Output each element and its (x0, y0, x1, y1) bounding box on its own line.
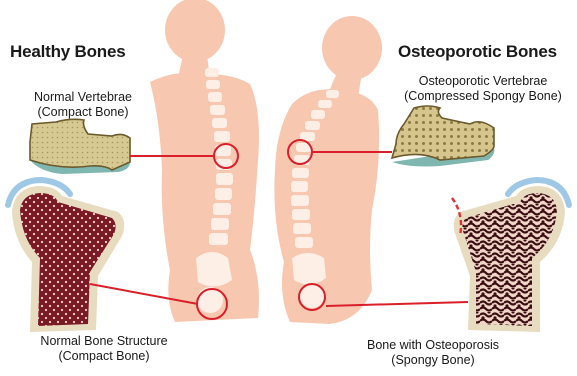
healthy-femur-illustration (8, 180, 124, 332)
normal-vertebrae-title: Normal Vertebrae (18, 90, 148, 105)
osteoporotic-bones-heading: Osteoporotic Bones (398, 42, 557, 62)
normal-vertebra-illustration (30, 119, 130, 174)
normal-bone-structure-label: Normal Bone Structure (Compact Bone) (4, 334, 204, 364)
bone-with-osteoporosis-title: Bone with Osteoporosis (343, 338, 523, 353)
normal-bone-structure-title: Normal Bone Structure (4, 334, 204, 349)
osteoporotic-body-silhouette (274, 16, 382, 324)
bone-with-osteoporosis-label: Bone with Osteoporosis (Spongy Bone) (343, 338, 523, 368)
osteoporotic-femur-illustration (452, 180, 569, 332)
osteoporotic-vertebrae-subtitle: (Compressed Spongy Bone) (390, 89, 576, 104)
bone-with-osteoporosis-subtitle: (Spongy Bone) (343, 353, 523, 368)
osteoporotic-vertebra-illustration (392, 106, 494, 167)
healthy-bones-heading: Healthy Bones (10, 42, 126, 62)
osteoporotic-vertebrae-label: Osteoporotic Vertebrae (Compressed Spong… (390, 74, 576, 104)
normal-bone-structure-subtitle: (Compact Bone) (4, 349, 204, 364)
normal-vertebrae-label: Normal Vertebrae (Compact Bone) (18, 90, 148, 120)
normal-vertebrae-subtitle: (Compact Bone) (18, 105, 148, 120)
osteoporotic-vertebrae-title: Osteoporotic Vertebrae (390, 74, 576, 89)
